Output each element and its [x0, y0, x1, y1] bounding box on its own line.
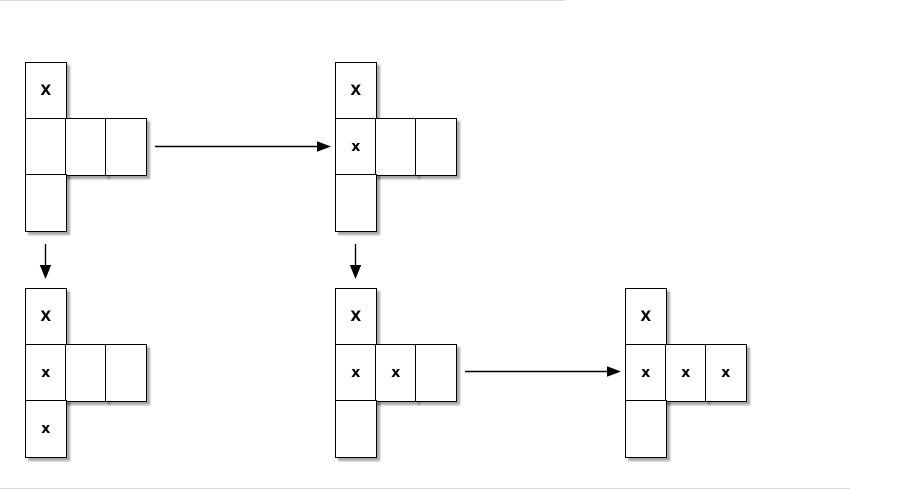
net4-cell-mid2: x [375, 344, 417, 402]
net3-cell-bottom: x [25, 400, 67, 458]
net3-cell-mid3 [105, 344, 147, 402]
net1-cell-mid1 [25, 118, 67, 176]
polyomino-net-4: X x x [335, 288, 457, 458]
net5-cell-mid3: x [705, 344, 747, 402]
net1-cell-mid2 [65, 118, 107, 176]
net2-cell-top: X [335, 62, 377, 120]
net2-cell-mid3 [415, 118, 457, 176]
net1-cell-bottom [25, 174, 67, 232]
net2-cell-bottom [335, 174, 377, 232]
canvas-edge-top [0, 0, 565, 1]
arrow-net1-to-net3 [39, 244, 52, 279]
arrow-net1-to-net2 [155, 141, 331, 152]
net4-cell-bottom [335, 400, 377, 458]
net5-cell-top: X [625, 288, 667, 346]
polyomino-net-3: X x x [25, 288, 147, 458]
net4-cell-mid3 [415, 344, 457, 402]
net2-cell-mid2 [375, 118, 417, 176]
net1-cell-mid3 [105, 118, 147, 176]
arrow-net4-to-net5 [465, 366, 621, 377]
net3-cell-top: X [25, 288, 67, 346]
net4-cell-top: X [335, 288, 377, 346]
polyomino-net-2: X x [335, 62, 457, 232]
net2-cell-mid1: x [335, 118, 377, 176]
net3-cell-mid2 [65, 344, 107, 402]
polyomino-net-5: X x x x [625, 288, 747, 458]
net5-cell-mid2: x [665, 344, 707, 402]
arrow-net2-to-net4 [349, 244, 362, 279]
net3-cell-mid1: x [25, 344, 67, 402]
canvas-edge-bottom [0, 488, 850, 489]
net1-cell-top: X [25, 62, 67, 120]
net5-cell-bottom [625, 400, 667, 458]
polyomino-net-1: X [25, 62, 147, 232]
net5-cell-mid1: x [625, 344, 667, 402]
net4-cell-mid1: x [335, 344, 377, 402]
